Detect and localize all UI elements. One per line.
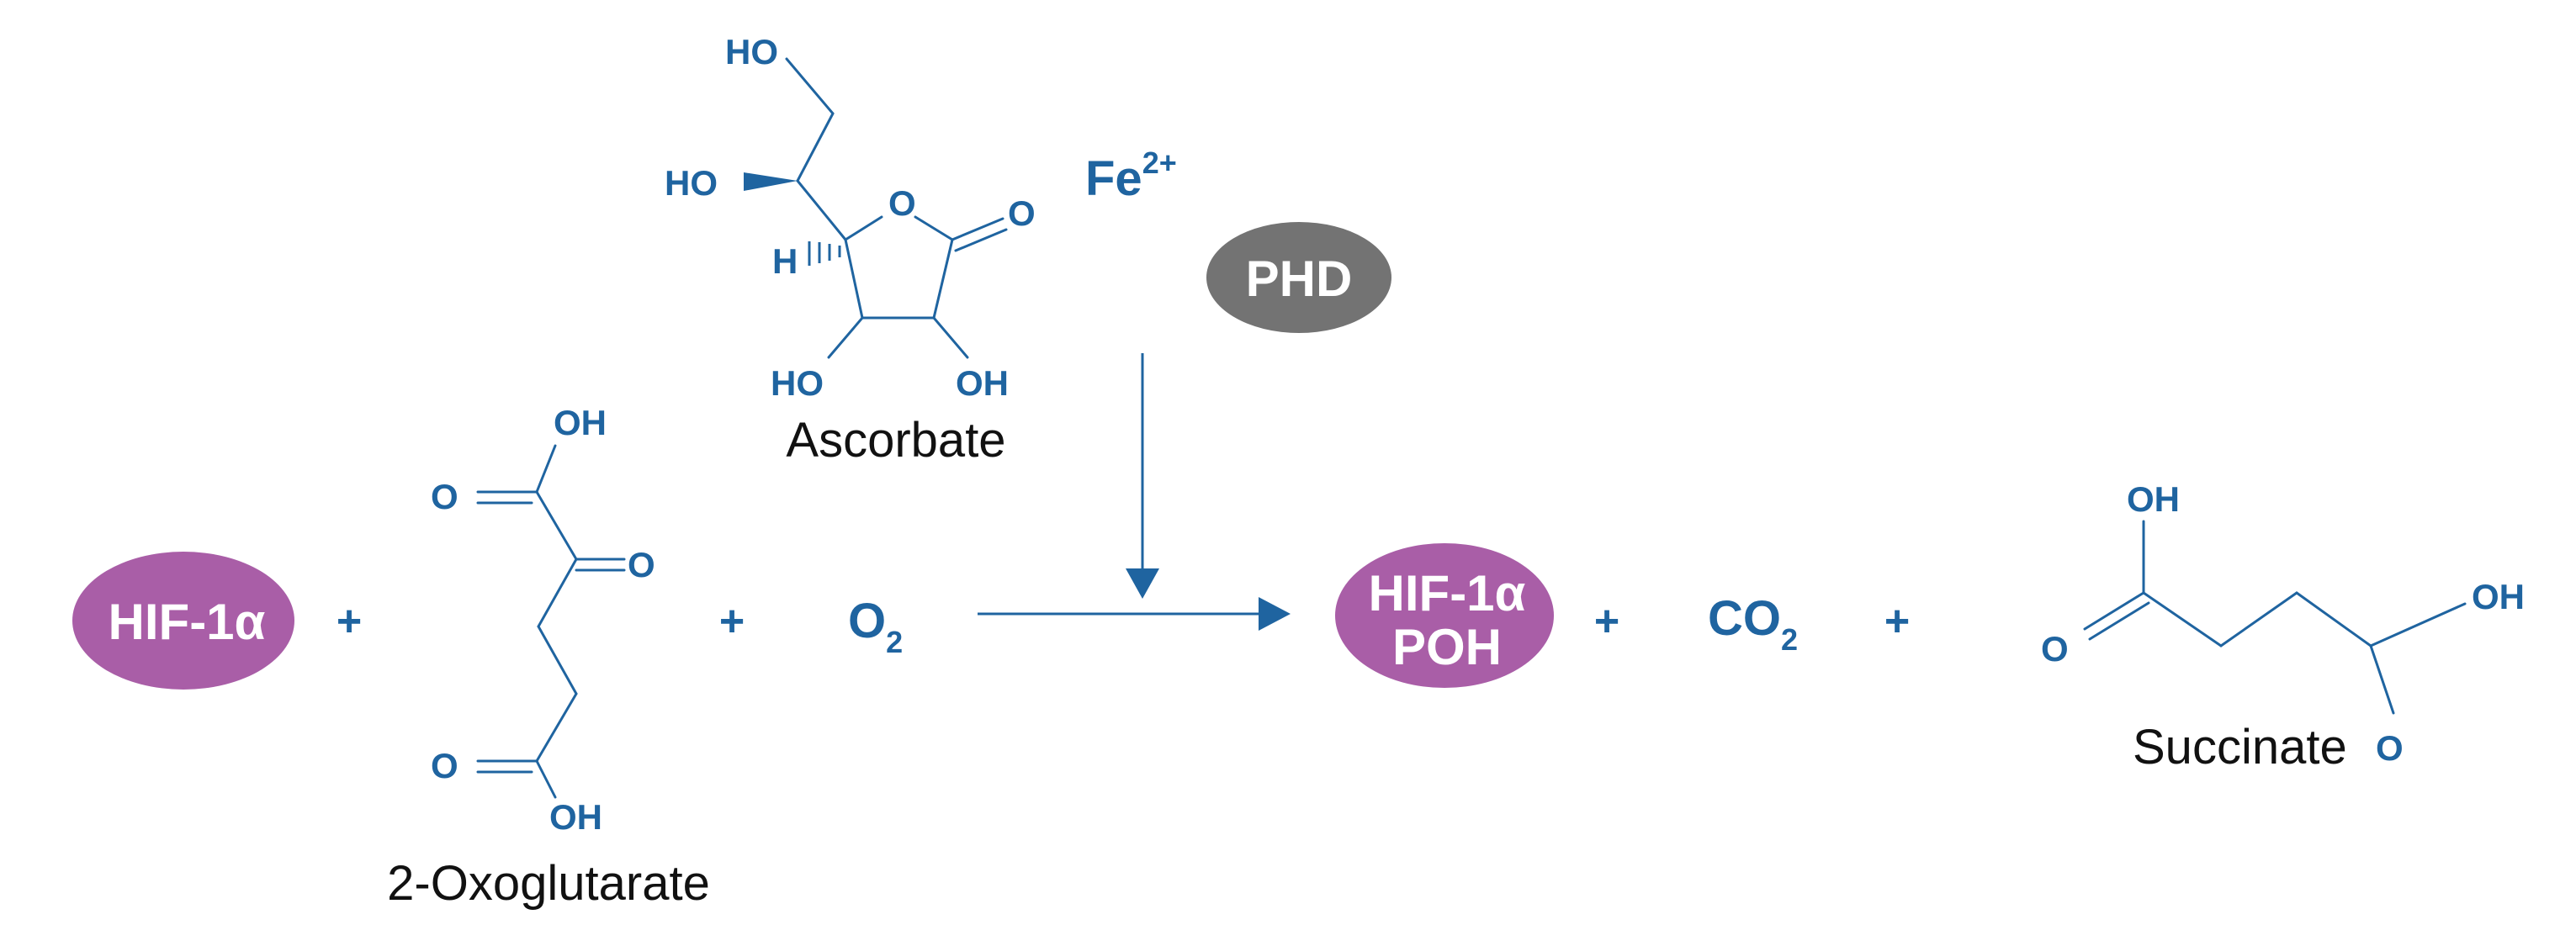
bond (844, 238, 864, 320)
carbon-dioxide: CO2 (1708, 591, 1798, 657)
bond (535, 692, 578, 763)
atom-label: HO (725, 32, 778, 71)
iron-charge: 2+ (1142, 145, 1177, 180)
bond (535, 490, 578, 561)
ascorbate-name: Ascorbate (786, 413, 1005, 468)
atom-label: O (2376, 728, 2404, 768)
succinate-name: Succinate (2133, 720, 2347, 774)
reaction-arrow (978, 597, 1291, 631)
bond (951, 217, 1004, 241)
hif-label: HIF-1α (109, 594, 266, 650)
catalysis-arrow (1126, 353, 1159, 599)
bond (2083, 591, 2145, 631)
oxygen: O2 (848, 594, 903, 659)
hif-poh-oval (1335, 543, 1554, 688)
bond (535, 759, 557, 799)
atom-label: O (2041, 629, 2069, 669)
bond (2295, 591, 2372, 648)
bond (535, 444, 557, 494)
bond (537, 625, 578, 695)
phd-oval (1206, 222, 1391, 333)
atom-label: O (888, 183, 916, 223)
bond (932, 316, 969, 359)
iron-ion: Fe2+ (1085, 145, 1177, 206)
atom-label: HO (771, 363, 824, 403)
bond (785, 57, 835, 115)
co2-symbol: CO (1708, 591, 1781, 646)
phd-label: PHD (1246, 251, 1353, 307)
bond (827, 316, 864, 359)
atom-label: H (772, 241, 798, 281)
atom-label: OH (956, 363, 1009, 403)
atom-label: OH (549, 797, 602, 837)
wedge-bond (744, 172, 798, 191)
co2-subscript: 2 (1781, 622, 1798, 657)
oxygen-symbol: O (848, 594, 886, 648)
atom-label: HO (665, 163, 718, 203)
atom-label: O (628, 545, 655, 584)
oxygen-subscript: 2 (886, 625, 903, 659)
bond (537, 558, 578, 628)
atom-label: O (431, 477, 458, 516)
atom-label: OH (2472, 577, 2525, 616)
bond (2369, 644, 2395, 715)
plus-sign: + (719, 597, 745, 646)
bond (2369, 602, 2467, 648)
phd-enzyme: PHD (1206, 222, 1391, 333)
atom-label: OH (554, 403, 607, 442)
atom-label: O (431, 746, 458, 785)
bond (954, 228, 1008, 252)
bond (914, 215, 954, 241)
plus-sign: + (1884, 597, 1910, 646)
bond (796, 112, 835, 182)
plus-sign: + (1594, 597, 1619, 646)
hif-poh-line1: HIF-1α (1369, 565, 1526, 621)
oxoglutarate-structure: OH O O O OH (431, 403, 655, 837)
iron-symbol: Fe (1085, 151, 1142, 206)
hif-oval (72, 552, 294, 690)
atom-label: OH (2127, 479, 2180, 519)
bond (932, 238, 954, 320)
bond (2219, 591, 2298, 648)
atom-label: O (1008, 193, 1036, 233)
bond (796, 179, 847, 241)
hif-poh-line2: POH (1392, 619, 1502, 675)
plus-sign: + (337, 597, 362, 646)
bond (844, 215, 883, 241)
hif-poh-product: HIF-1α POH (1335, 543, 1554, 688)
bond (2142, 591, 2223, 648)
succinate-structure: OH O OH O (2041, 479, 2525, 768)
hif-reactant: HIF-1α (72, 552, 294, 690)
oxoglutarate-name: 2-Oxoglutarate (387, 856, 710, 911)
hashed-bond (808, 241, 841, 266)
ascorbate-structure: HO HO O O H HO OH (665, 32, 1036, 403)
bond (2088, 601, 2150, 641)
